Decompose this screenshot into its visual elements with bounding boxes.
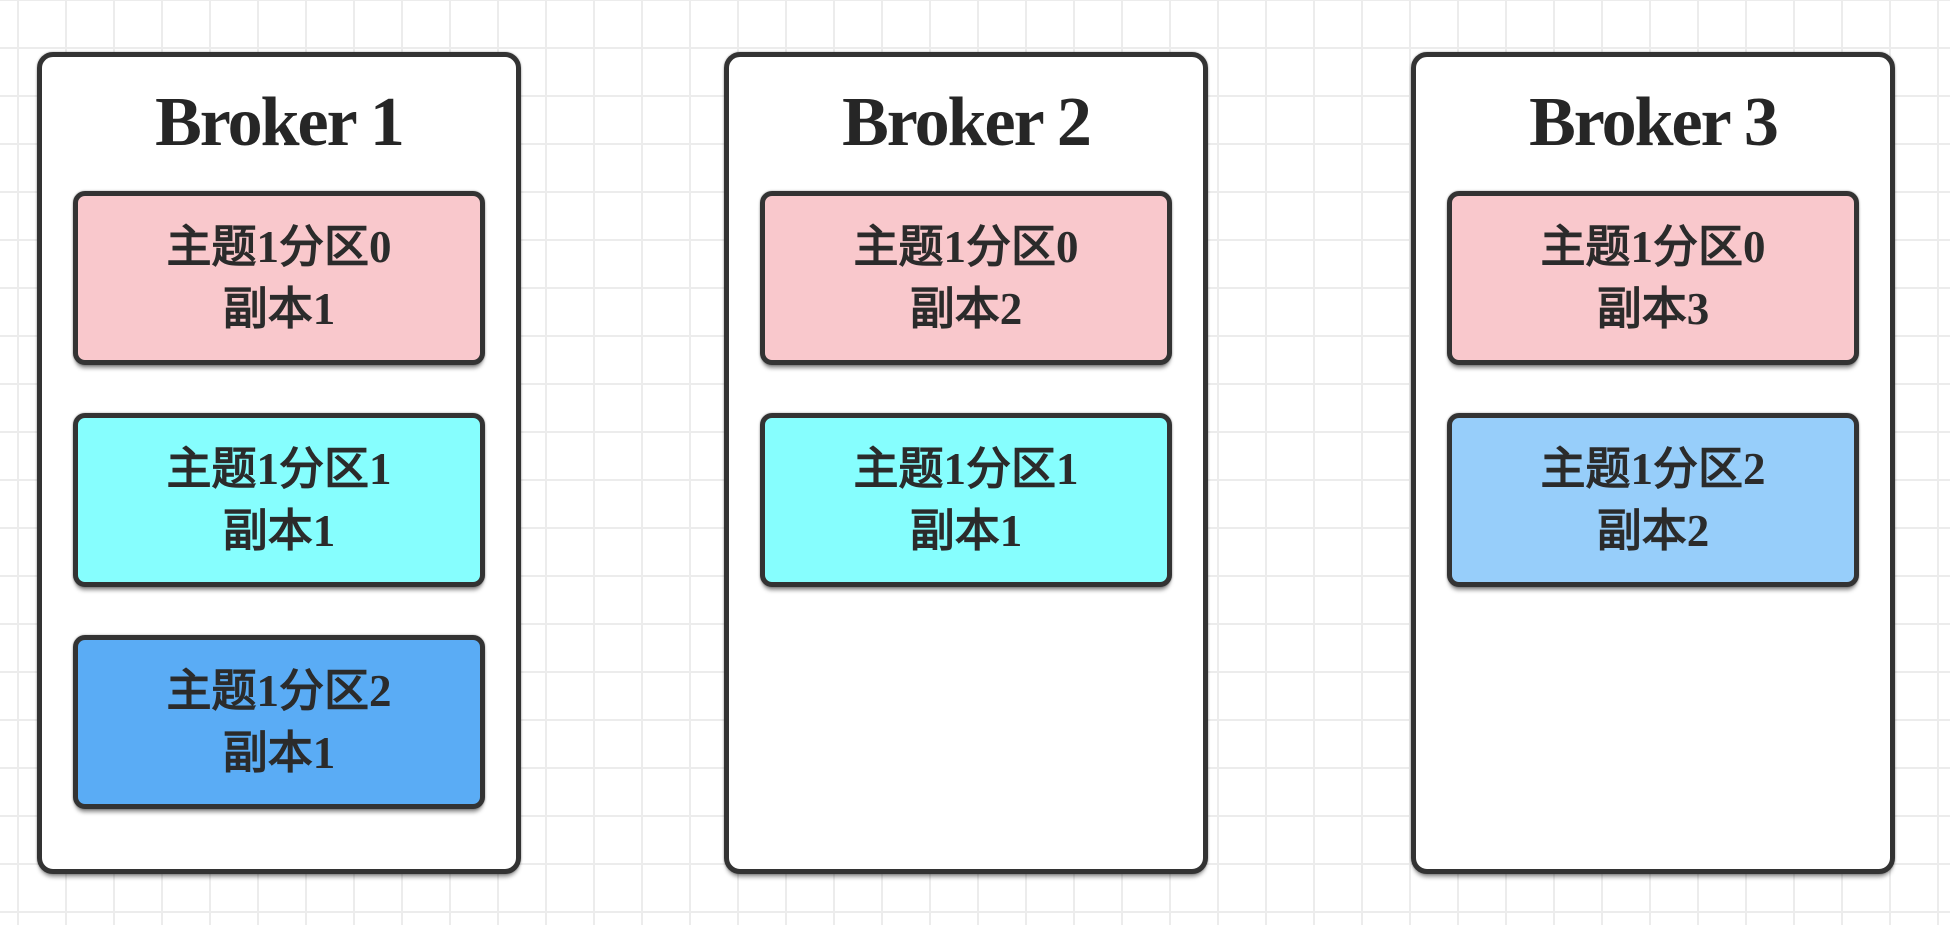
partition-replica-box: 主题1分区1 副本1 [73,413,485,587]
partition-label: 主题1分区0 [853,222,1079,272]
broker-box-3: Broker 3 主题1分区0 副本3 主题1分区2 副本2 [1411,52,1895,874]
replica-label: 副本1 [222,284,336,334]
partition-list: 主题1分区0 副本1 主题1分区1 副本1 主题1分区2 副本1 [42,191,516,809]
broker-title: Broker 3 [1529,84,1779,161]
partition-replica-box: 主题1分区0 副本2 [760,191,1172,365]
broker-title: Broker 2 [842,84,1092,161]
partition-label: 主题1分区2 [166,666,392,716]
broker-box-1: Broker 1 主题1分区0 副本1 主题1分区1 副本1 主题1分区2 副本… [37,52,521,874]
partition-label: 主题1分区2 [1540,444,1766,494]
replica-label: 副本1 [222,506,336,556]
partition-label: 主题1分区0 [1540,222,1766,272]
partition-label: 主题1分区0 [166,222,392,272]
broker-title: Broker 1 [155,84,405,161]
partition-label: 主题1分区1 [853,444,1079,494]
replica-label: 副本2 [909,284,1023,334]
partition-replica-box: 主题1分区2 副本1 [73,635,485,809]
replica-label: 副本1 [909,506,1023,556]
partition-list: 主题1分区0 副本3 主题1分区2 副本2 [1416,191,1890,587]
replica-label: 副本1 [222,728,336,778]
broker-box-2: Broker 2 主题1分区0 副本2 主题1分区1 副本1 [724,52,1208,874]
replica-label: 副本2 [1596,506,1710,556]
partition-replica-box: 主题1分区0 副本3 [1447,191,1859,365]
partition-replica-box: 主题1分区2 副本2 [1447,413,1859,587]
partition-replica-box: 主题1分区0 副本1 [73,191,485,365]
replica-label: 副本3 [1596,284,1710,334]
partition-replica-box: 主题1分区1 副本1 [760,413,1172,587]
partition-label: 主题1分区1 [166,444,392,494]
partition-list: 主题1分区0 副本2 主题1分区1 副本1 [729,191,1203,587]
